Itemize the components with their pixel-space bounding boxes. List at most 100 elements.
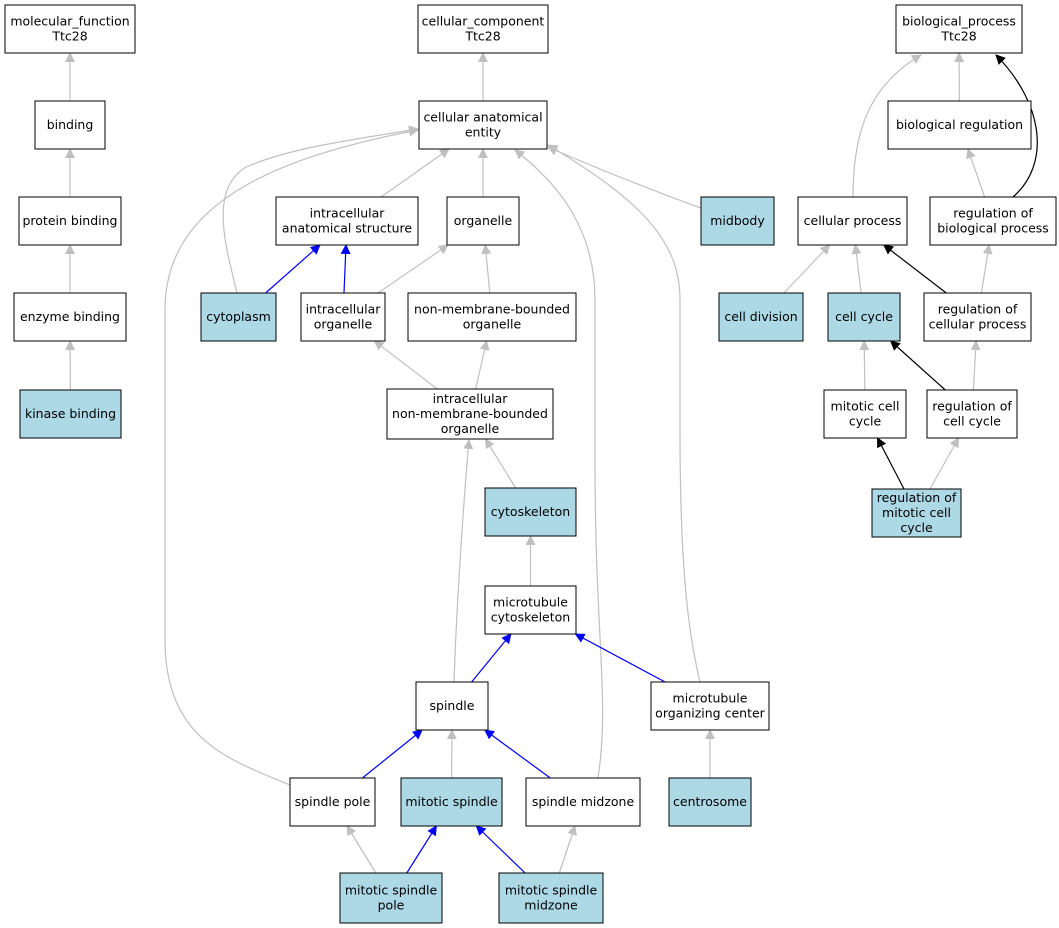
node-box (418, 100, 548, 150)
edge-mtoc-to-cae (547, 144, 701, 683)
node-kinase-binding[interactable]: kinase binding (19, 389, 122, 439)
node-label-line: midzone (524, 898, 578, 913)
node-label-line: intracellular (306, 302, 382, 317)
edge-line (574, 633, 666, 683)
edge-line (970, 340, 981, 391)
edge-line (547, 144, 701, 683)
edge-reg_cell_proc-to-reg_bio (980, 244, 993, 294)
edge-msm-to-spindle_midzone (558, 825, 577, 874)
node-label-line: cycle (900, 520, 933, 535)
node-box (895, 4, 1023, 54)
node-cell-div[interactable]: cell division (718, 292, 804, 342)
node-box (668, 777, 752, 827)
edge-line (514, 149, 604, 779)
edge-line (483, 729, 551, 779)
node-label-line: biological_process (902, 14, 1016, 29)
node-box (300, 292, 386, 342)
node-bio-reg[interactable]: biological regulation (887, 100, 1032, 150)
edge-reg_cc-to-reg_cell_proc (970, 340, 981, 391)
node-enzyme-binding[interactable]: enzyme binding (13, 292, 127, 342)
edge-line (222, 125, 419, 294)
node-spindle[interactable]: spindle (415, 681, 489, 731)
edge-spindle-to-mtc (471, 633, 512, 683)
node-spindle-pole[interactable]: spindle pole (289, 777, 376, 827)
node-label-line: molecular_function (10, 14, 129, 29)
node-label-line: non-membrane-bounded (392, 406, 548, 421)
node-box (498, 872, 604, 924)
node-midbody[interactable]: midbody (700, 196, 775, 246)
node-box (718, 292, 804, 342)
edge-reg_mcc-to-reg_cc (929, 437, 960, 490)
node-cell-proc[interactable]: cellular process (797, 196, 908, 246)
node-box (275, 196, 419, 246)
edge-spindle-to-inmbo (453, 439, 474, 683)
node-label-line: centrosome (673, 794, 747, 809)
node-label-line: cycle (849, 414, 882, 429)
node-box (400, 777, 503, 827)
node-centrosome[interactable]: centrosome (668, 777, 752, 827)
edge-reg_bio-to-bp (995, 54, 1038, 198)
node-label-line: cell division (724, 309, 797, 324)
edge-line (475, 340, 490, 390)
node-label-line: pole (378, 898, 405, 913)
node-cytoskeleton[interactable]: cytoskeleton (484, 487, 577, 537)
node-protein-binding[interactable]: protein binding (18, 196, 122, 246)
node-box (446, 196, 520, 246)
edge-line (980, 244, 993, 294)
edge-line (547, 146, 702, 209)
node-label-line: mitotic cell (831, 399, 900, 414)
node-cell-cycle[interactable]: cell cycle (827, 292, 901, 342)
edge-cell_cycle-to-cell_proc (851, 244, 862, 294)
node-label-line: mitotic spindle (405, 794, 498, 809)
node-mitotic-spindle[interactable]: mitotic spindle (400, 777, 503, 827)
node-label-line: Ttc28 (940, 29, 976, 44)
edge-line (966, 148, 986, 198)
node-organelle[interactable]: organelle (446, 196, 520, 246)
edge-line (995, 54, 1038, 198)
node-box (650, 681, 770, 731)
node-label-line: Ttc28 (51, 29, 87, 44)
node-label-line: kinase binding (25, 406, 116, 421)
edge-line (346, 825, 377, 874)
edge-line (453, 439, 474, 683)
node-spindle-midzone[interactable]: spindle midzone (525, 777, 641, 827)
node-box (19, 389, 122, 439)
edge-msp-to-mitotic_spindle (406, 825, 437, 874)
edge-ias-to-cae (380, 148, 450, 198)
node-label-line: intracellular (310, 206, 386, 221)
node-label-line: entity (465, 125, 502, 140)
node-label-line: mitotic spindle (345, 883, 438, 898)
node-box (417, 4, 549, 54)
node-inmbo[interactable]: intracellularnon-membrane-boundedorganel… (386, 388, 554, 440)
edge-line (481, 244, 492, 294)
node-box (339, 872, 443, 924)
edges-layer (65, 52, 1038, 874)
node-cytoplasm[interactable]: cytoplasm (200, 292, 277, 342)
node-box (929, 196, 1057, 246)
node-binding[interactable]: binding (34, 100, 106, 150)
node-box (700, 196, 775, 246)
edge-reg_cell_proc-to-cell_proc (883, 244, 947, 294)
edge-cell_proc-to-bp (852, 54, 922, 198)
node-label-line: binding (47, 117, 94, 132)
node-label-line: organizing center (655, 706, 765, 721)
node-label-line: mitotic spindle (505, 883, 598, 898)
node-label-line: organelle (314, 317, 373, 332)
